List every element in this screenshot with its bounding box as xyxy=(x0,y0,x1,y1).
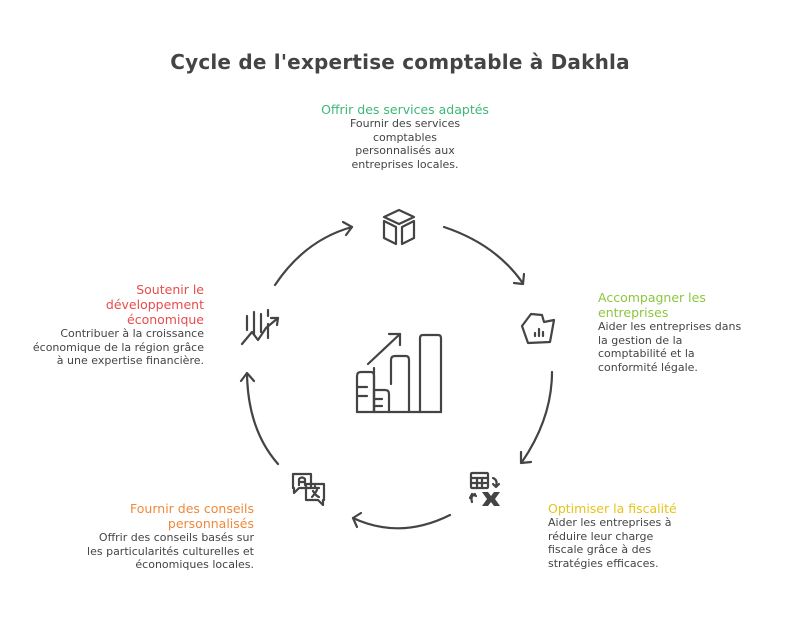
node-optimiser-fiscalite: Optimiser la fiscalité Aider les entrepr… xyxy=(548,501,723,570)
node-accompagner: Accompagner les entreprises Aider les en… xyxy=(598,290,773,374)
cycle-arrows xyxy=(239,220,554,530)
trend-up-icon xyxy=(240,308,280,346)
node-description: Contribuer à la croissance économique de… xyxy=(32,327,204,367)
bar-chart-growth-icon xyxy=(355,332,443,414)
translate-icon xyxy=(291,472,326,507)
node-heading: Soutenir le développement économique xyxy=(105,282,204,327)
node-offrir-services: Offrir des services adaptés Fournir des … xyxy=(310,102,500,171)
node-heading: Offrir des services adaptés xyxy=(321,102,489,117)
node-heading: Optimiser la fiscalité xyxy=(548,501,677,516)
spreadsheet-convert-icon xyxy=(468,471,501,506)
node-soutenir: Soutenir le développement économique Con… xyxy=(30,282,204,368)
arrow-optimiser-to-conseils xyxy=(351,511,452,530)
node-description: Aider les entreprises à réduire leur cha… xyxy=(548,516,672,570)
diagram-title: Cycle de l'expertise comptable à Dakhla xyxy=(170,50,630,74)
node-heading: Accompagner les entreprises xyxy=(598,290,706,320)
node-description: Offrir des conseils basés sur les partic… xyxy=(87,531,254,571)
node-conseils: Fournir des conseils personnalisés Offri… xyxy=(86,501,254,572)
arrow-offrir-to-accompagner xyxy=(442,225,526,286)
box-icon xyxy=(382,208,416,246)
arrow-accompagner-to-optimiser xyxy=(519,370,554,465)
node-description: Fournir des services comptables personna… xyxy=(349,117,461,171)
arrow-conseils-to-soutenir xyxy=(239,371,280,466)
chart-tag-icon xyxy=(520,312,556,345)
node-description: Aider les entreprises dans la gestion de… xyxy=(598,320,742,374)
node-heading: Fournir des conseils personnalisés xyxy=(130,501,254,531)
arrow-soutenir-to-offrir xyxy=(273,220,354,287)
